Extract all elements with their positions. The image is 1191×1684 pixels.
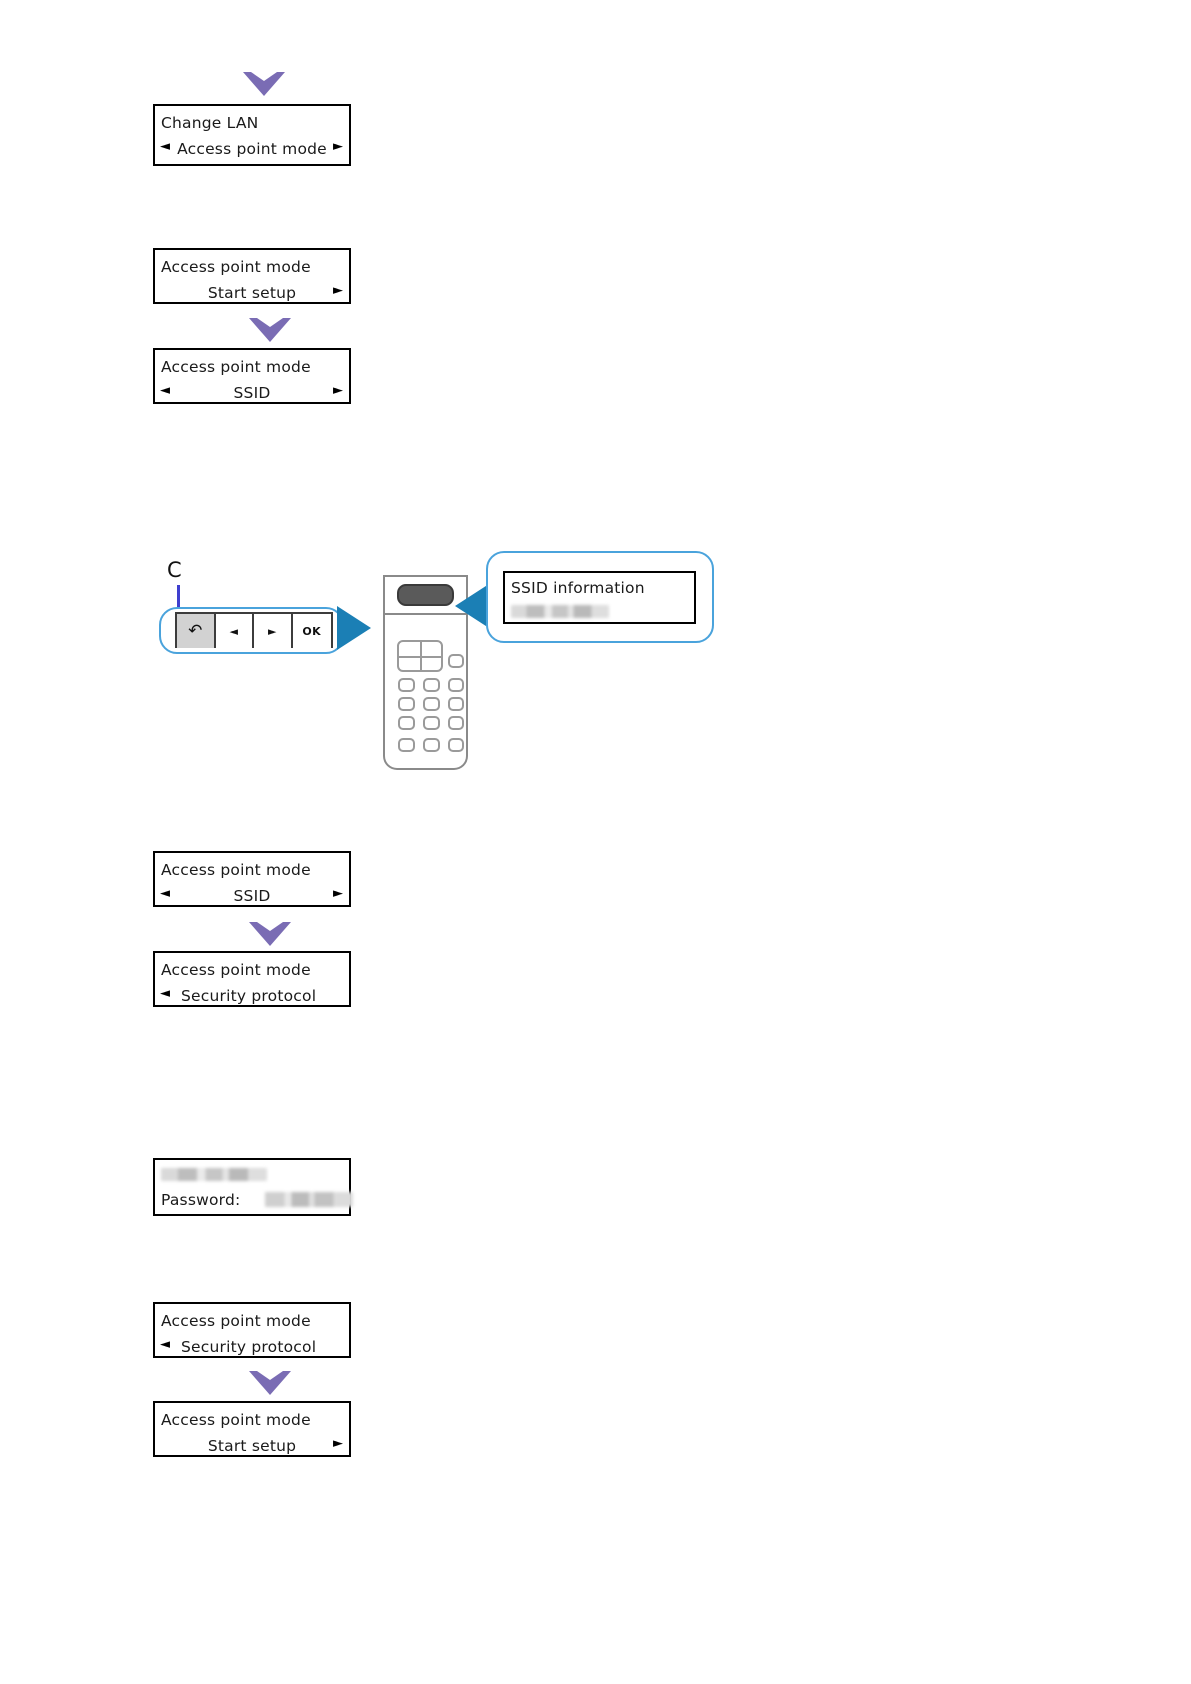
printer-button-side-1[interactable] <box>448 654 464 668</box>
lcd-line-2: Security protocol <box>181 987 317 1005</box>
printer-keypad-9[interactable] <box>448 716 464 730</box>
printer-keypad-1[interactable] <box>398 678 415 692</box>
back-button[interactable]: ↶ <box>177 614 216 648</box>
lcd-line-2: Start setup <box>207 284 297 302</box>
left-arrow-indicator: ◄ <box>160 986 170 1001</box>
lcd-line-2: SSID <box>233 384 271 402</box>
printer-keypad-5[interactable] <box>423 697 440 711</box>
password-value-redacted <box>265 1192 353 1207</box>
printer-keypad-hash[interactable] <box>448 738 464 752</box>
lcd-panel-ssid-information: SSID information <box>503 571 696 624</box>
right-arrow-indicator: ► <box>333 139 343 154</box>
callout-pointer-right <box>337 606 371 650</box>
lcd-panel-ssid-1: Access point mode ◄ SSID ► <box>153 348 351 404</box>
lcd-line-2: Start setup <box>207 1437 297 1455</box>
printer-control-panel-illustration <box>383 575 468 770</box>
lcd-line-1: Change LAN <box>161 114 259 132</box>
down-arrow-icon-1 <box>243 72 285 96</box>
printer-keypad-3[interactable] <box>448 678 464 692</box>
printer-nav-pad[interactable] <box>397 640 443 672</box>
lcd-panel-start-setup-2: Access point mode Start setup ► <box>153 1401 351 1457</box>
back-icon: ↶ <box>188 621 203 641</box>
ok-button[interactable]: OK <box>292 614 331 648</box>
ssid-callout-pointer-left <box>455 584 489 628</box>
right-arrow-indicator: ► <box>333 1436 343 1451</box>
left-arrow-indicator: ◄ <box>160 383 170 398</box>
left-arrow-indicator: ◄ <box>160 1337 170 1352</box>
lcd-panel-security-protocol-2: Access point mode ◄ Security protocol <box>153 1302 351 1358</box>
printer-lcd-screen <box>397 584 454 606</box>
lcd-line-2: Security protocol <box>181 1338 317 1356</box>
right-arrow-indicator: ► <box>333 383 343 398</box>
lcd-line-2: Access point mode <box>177 140 327 158</box>
printer-keypad-4[interactable] <box>398 697 415 711</box>
lcd-panel-ssid-2: Access point mode ◄ SSID ► <box>153 851 351 907</box>
ssid-value-redacted <box>511 605 609 618</box>
lcd-line-1: Access point mode <box>161 358 311 376</box>
lcd-line-2: SSID <box>233 887 271 905</box>
printer-keypad-6[interactable] <box>448 697 464 711</box>
callout-label-c: C <box>167 558 182 582</box>
lcd-panel-change-lan: Change LAN ◄ Access point mode ► <box>153 104 351 166</box>
printer-keypad-star[interactable] <box>398 738 415 752</box>
down-arrow-icon-3 <box>249 922 291 946</box>
lcd-panel-start-setup-1: Access point mode Start setup ► <box>153 248 351 304</box>
nav-divider-horizontal <box>399 656 443 658</box>
ssid-name-redacted <box>161 1168 267 1181</box>
right-arrow-button[interactable]: ► <box>254 614 293 648</box>
printer-keypad-8[interactable] <box>423 716 440 730</box>
right-arrow-icon: ► <box>268 624 277 638</box>
left-arrow-button[interactable]: ◄ <box>215 614 255 648</box>
printer-button-row: ↶ ◄ ► OK <box>175 612 333 648</box>
left-arrow-indicator: ◄ <box>160 139 170 154</box>
printer-keypad-0[interactable] <box>423 738 440 752</box>
down-arrow-icon-2 <box>249 318 291 342</box>
password-label: Password: <box>161 1191 241 1209</box>
left-arrow-indicator: ◄ <box>160 886 170 901</box>
lcd-line-1: Access point mode <box>161 258 311 276</box>
ok-label: OK <box>302 624 322 638</box>
ssid-info-line-1: SSID information <box>511 579 645 597</box>
lcd-line-1: Access point mode <box>161 1312 311 1330</box>
right-arrow-indicator: ► <box>333 886 343 901</box>
lcd-line-1: Access point mode <box>161 1411 311 1429</box>
printer-keypad-2[interactable] <box>423 678 440 692</box>
lcd-line-1: Access point mode <box>161 861 311 879</box>
left-arrow-icon: ◄ <box>229 624 238 638</box>
right-arrow-indicator: ► <box>333 283 343 298</box>
lcd-line-1: Access point mode <box>161 961 311 979</box>
printer-keypad-7[interactable] <box>398 716 415 730</box>
leader-line <box>177 585 180 627</box>
lcd-panel-security-protocol-1: Access point mode ◄ Security protocol <box>153 951 351 1007</box>
lcd-panel-password: Password: <box>153 1158 353 1216</box>
down-arrow-icon-4 <box>249 1371 291 1395</box>
